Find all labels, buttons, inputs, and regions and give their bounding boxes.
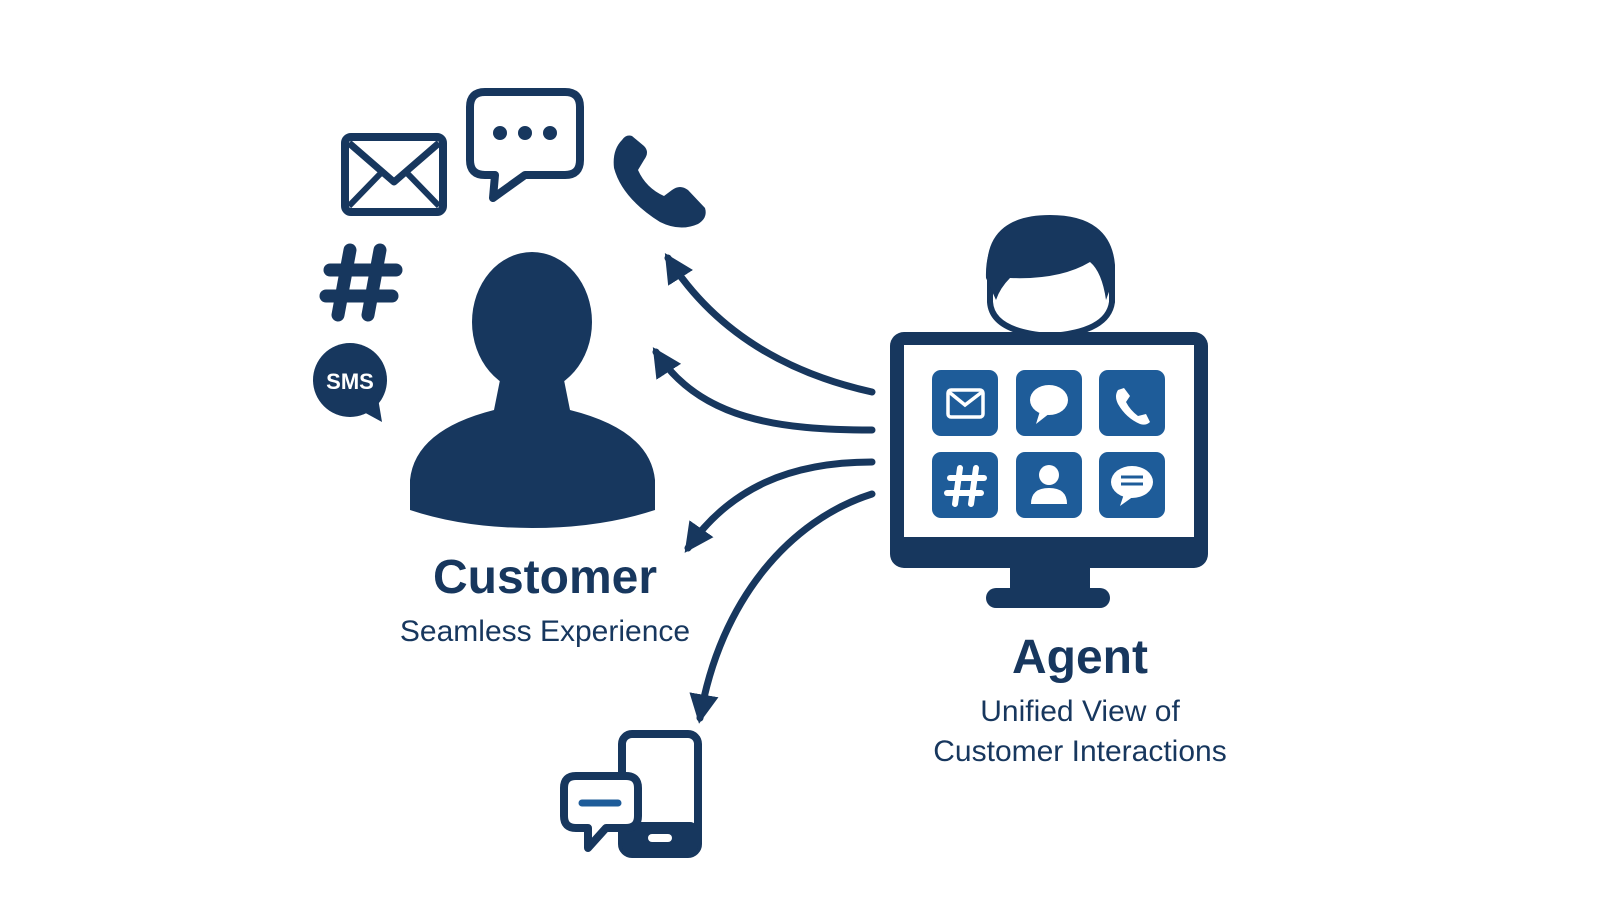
mobile-chat-icon	[560, 730, 702, 858]
monitor-tile-hashtag	[932, 452, 998, 518]
arrow-to-customer-lower	[684, 458, 876, 553]
arrow-to-mobile	[689, 490, 876, 724]
agent-subtitle-line1: Unified View of	[980, 695, 1180, 728]
arrow-to-phone	[664, 253, 876, 396]
monitor-tile-phone	[1099, 370, 1165, 436]
agent-title: Agent	[1012, 631, 1148, 684]
sms-bubble-icon: SMS	[313, 343, 387, 422]
connection-arrows	[652, 253, 876, 724]
arrow-to-customer	[652, 347, 876, 434]
customer-title: Customer	[432, 551, 658, 604]
monitor-tile-chat	[1016, 370, 1082, 436]
agent-subtitle-line2: Customer Interactions	[933, 735, 1227, 768]
hashtag-icon	[319, 243, 403, 322]
sms-label: SMS	[326, 369, 374, 394]
monitor-tile-message	[1099, 452, 1165, 518]
chat-bubble-icon	[466, 88, 584, 202]
customer-subtitle: Seamless Experience	[399, 615, 691, 648]
customer-silhouette-icon	[410, 252, 655, 528]
monitor-tile-email	[932, 370, 998, 436]
email-icon	[341, 133, 447, 216]
agent-head-icon	[985, 214, 1115, 340]
agent-subtitle: Unified View of Customer Interactions	[880, 692, 1280, 772]
monitor-tile-user	[1016, 452, 1082, 518]
phone-icon	[613, 135, 706, 228]
monitor-icon	[890, 332, 1208, 608]
